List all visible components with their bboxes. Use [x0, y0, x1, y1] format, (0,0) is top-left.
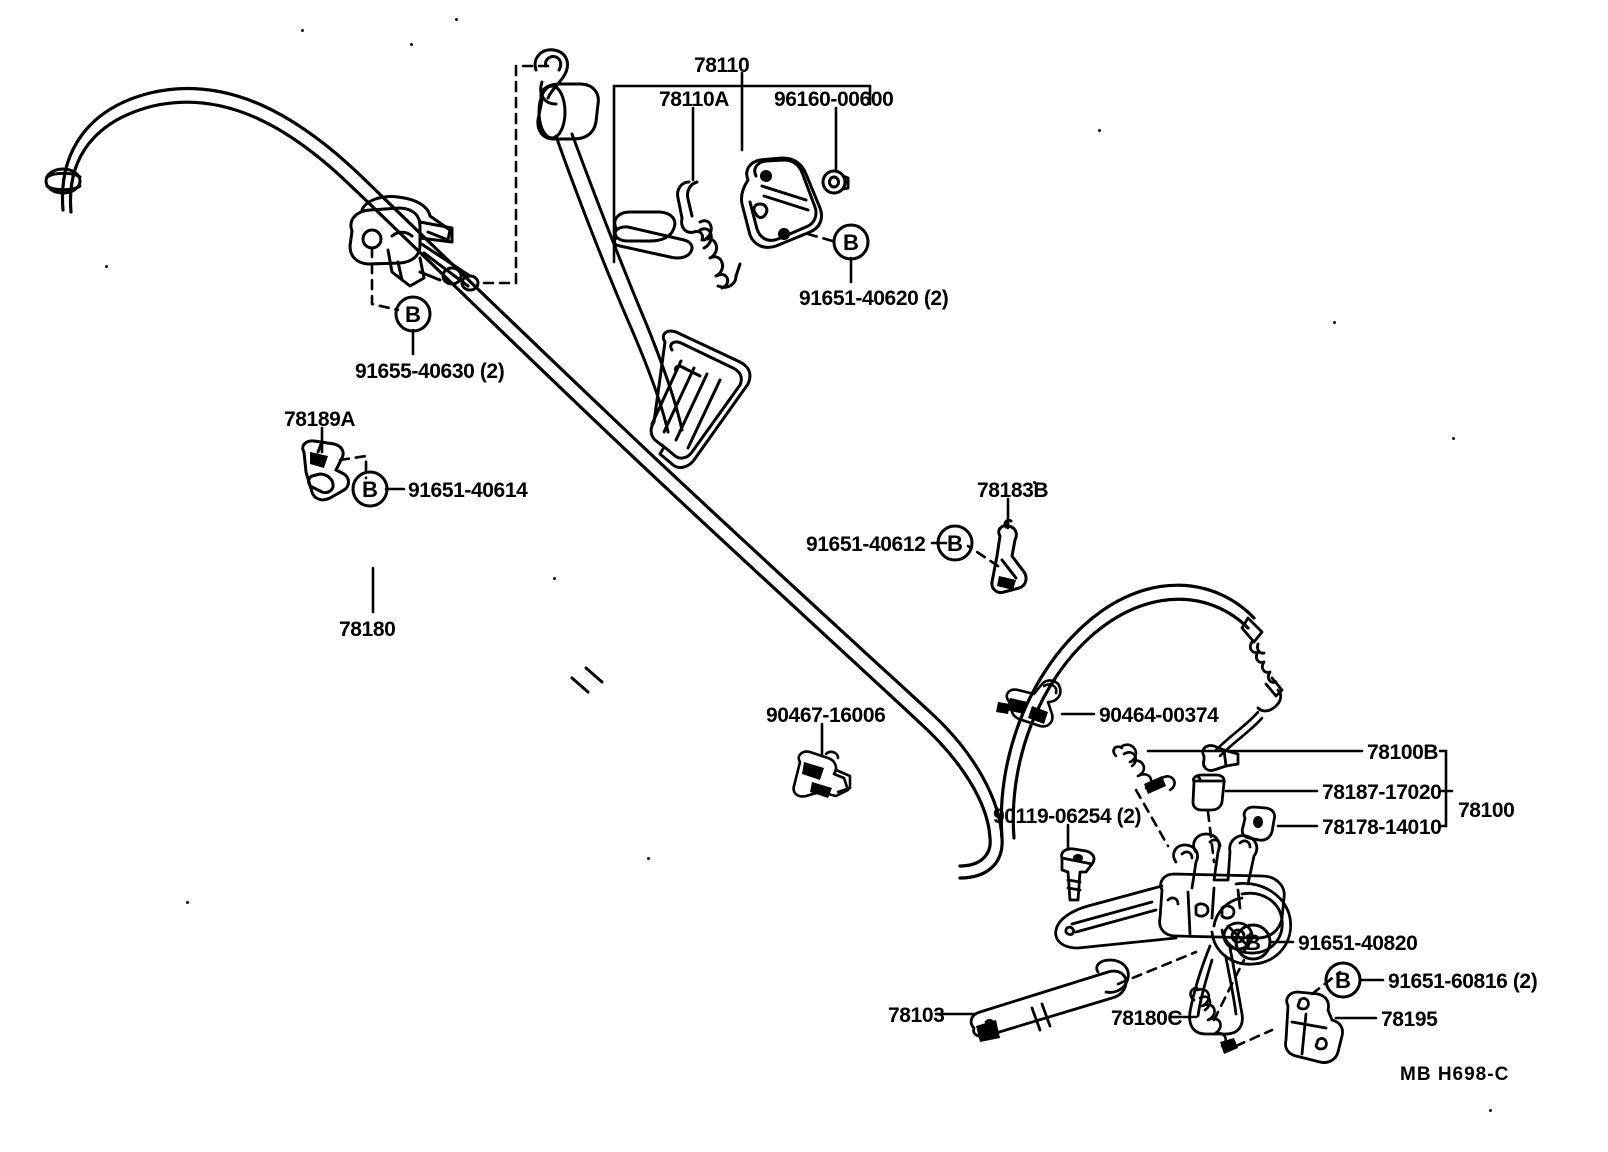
bolt-marker-91651-40612: B — [936, 524, 974, 562]
label-78103: 78103 — [888, 1004, 945, 1027]
pedal-bracket-plate — [740, 156, 824, 249]
label-91651-60816-2: 91651-60816 (2) — [1388, 970, 1538, 993]
bolt-90119-06254 — [1060, 847, 1096, 902]
label-78100: 78100 — [1458, 799, 1515, 822]
svg-text:B: B — [1245, 930, 1261, 955]
label-78100b: 78100B — [1367, 741, 1439, 764]
label-78110a: 78110A — [659, 88, 730, 111]
cable-break-marks — [570, 666, 604, 694]
label-91651-40620-2: 91651-40620 (2) — [799, 287, 949, 310]
pedal-rod-78103 — [969, 958, 1130, 1042]
clip-90467-16006 — [792, 750, 852, 798]
leader-lines — [320, 71, 1454, 1020]
cable-end-bracket — [348, 195, 480, 292]
accelerator-cable-right-arc — [999, 583, 1256, 840]
label-78187-17020: 78187-17020 — [1322, 781, 1442, 804]
scan-speckle — [301, 29, 304, 32]
label-78195: 78195 — [1381, 1008, 1438, 1031]
label-78110: 78110 — [694, 54, 750, 77]
bolt-marker-91655-40630: B — [394, 295, 432, 333]
svg-text:B: B — [843, 230, 859, 255]
bolt-marker-91651-40620: B — [832, 223, 870, 261]
sheet-code: MB H698-C — [1400, 1064, 1510, 1085]
label-78180: 78180 — [339, 618, 396, 641]
scan-speckle — [1333, 321, 1336, 324]
cable-clamp-78189A — [301, 439, 350, 502]
accelerator-pedal-assembly — [533, 48, 752, 469]
scan-speckle — [410, 43, 413, 46]
pedal-bracket-assembly-78100 — [1054, 832, 1293, 1036]
cable-retainer-78187-17020 — [1191, 773, 1226, 812]
scan-speckle — [1452, 437, 1455, 440]
cable-bracket-78183B — [990, 519, 1028, 594]
scan-speckle — [1489, 1109, 1492, 1112]
bolt-markers: B B B B B — [351, 223, 1362, 999]
label-90464-00374: 90464-00374 — [1099, 704, 1219, 727]
label-96160-00600: 96160-00600 — [774, 88, 894, 111]
pedal-return-spring-78110A — [676, 180, 742, 290]
scan-speckle — [1098, 129, 1101, 132]
label-78178-14010: 78178-14010 — [1322, 816, 1442, 839]
label-78183b: 78183B — [977, 479, 1049, 502]
stopper-bracket-78195 — [1284, 990, 1344, 1064]
label-91651-40820: 91651-40820 — [1298, 932, 1418, 955]
svg-text:B: B — [947, 531, 963, 556]
label-91655-40630-2: 91655-40630 (2) — [355, 360, 505, 383]
svg-text:B: B — [362, 477, 378, 502]
scan-speckle — [186, 901, 189, 904]
pedal-push-rod — [612, 225, 694, 260]
label-90467-16006: 90467-16006 — [766, 704, 886, 727]
cable-grommet-upper — [44, 167, 82, 195]
svg-text:B: B — [405, 302, 421, 327]
cable-end-fitting-right — [1240, 616, 1284, 713]
label-90119-06254-2: 90119-06254 (2) — [993, 805, 1142, 828]
label-91651-40612: 91651-40612 — [806, 533, 926, 556]
bushing-96160-00600 — [821, 169, 850, 195]
bolt-marker-91651-60816: B — [1324, 961, 1362, 999]
accelerator-cable-78180 — [60, 87, 1004, 880]
scan-speckle — [553, 577, 556, 580]
scan-speckle — [647, 857, 650, 860]
scan-speckle — [105, 265, 108, 268]
scan-speckle — [1033, 481, 1036, 484]
scan-speckle — [455, 18, 458, 21]
cable-spring-78180C — [1189, 986, 1238, 1054]
bracket-spring-78100B — [1112, 743, 1176, 794]
label-78180c: 78180C — [1111, 1007, 1183, 1030]
label-91651-40614: 91651-40614 — [408, 479, 528, 502]
bolt-marker-91651-40614: B — [351, 470, 389, 508]
svg-text:B: B — [1335, 968, 1351, 993]
bolt-marker-91651-40820: B — [1234, 923, 1272, 961]
label-78189a: 78189A — [284, 408, 356, 431]
cable-end-cylinder — [1201, 744, 1240, 772]
assembly-dashed-lines — [338, 64, 1342, 1048]
